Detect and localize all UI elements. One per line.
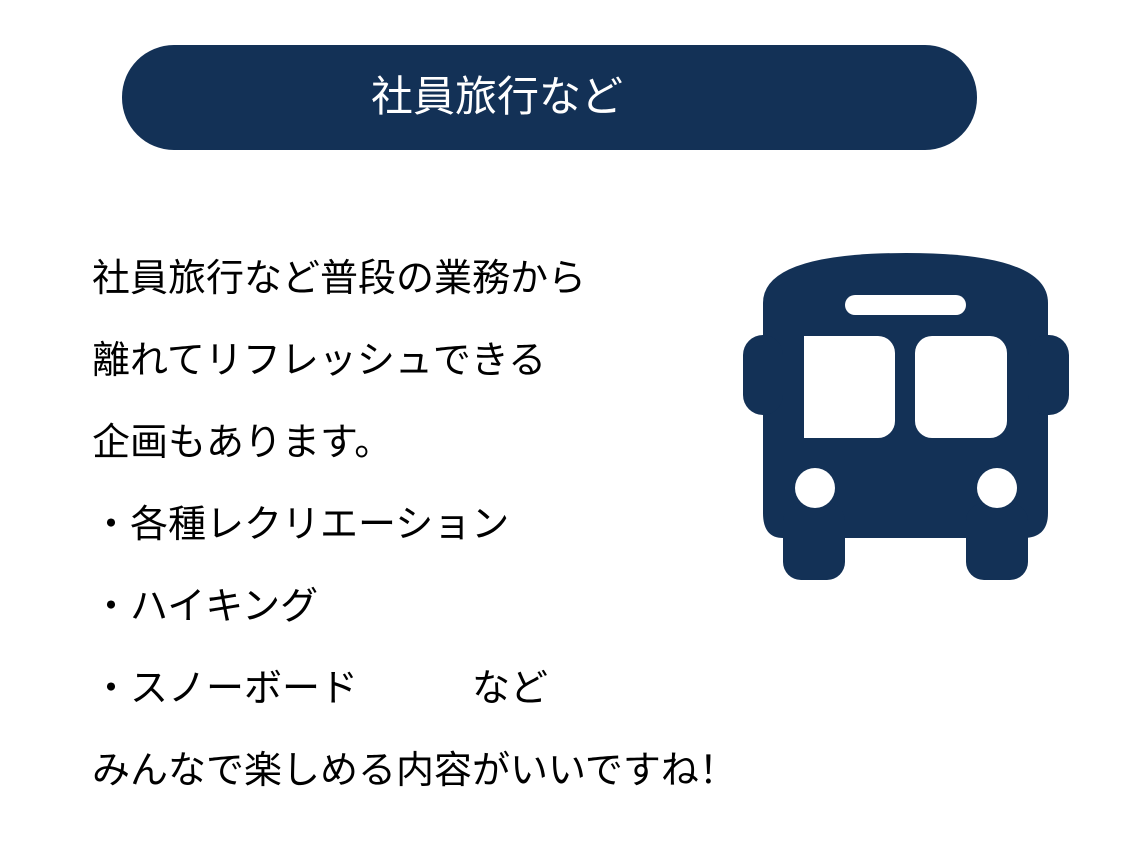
list-item: ・ハイキング	[92, 584, 319, 628]
list-item: ・各種レクリエーション	[92, 502, 510, 546]
text-line: 離れてリフレッシュできる	[92, 338, 547, 382]
list-item: ・スノーボード など	[92, 666, 549, 710]
text-line: 社員旅行など普段の業務から	[92, 256, 587, 300]
text-line: 企画もあります。	[92, 420, 393, 464]
bus-icon	[743, 253, 1069, 580]
page-title: 社員旅行など	[370, 72, 623, 121]
body-text: 社員旅行など普段の業務から 離れてリフレッシュできる 企画もあります。 ・各種レ…	[92, 248, 737, 822]
title-banner: 社員旅行など	[122, 45, 977, 150]
text-line: みんなで楽しめる内容がいいですね！	[92, 748, 737, 792]
